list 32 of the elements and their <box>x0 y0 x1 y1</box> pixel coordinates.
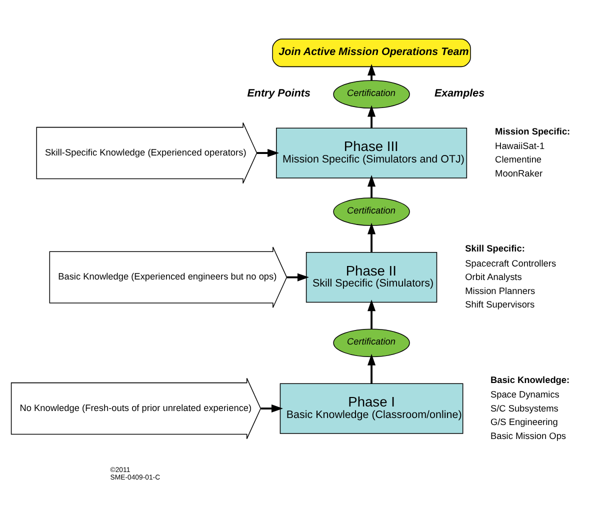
label: Basic Mission Ops <box>490 430 566 441</box>
arrow <box>368 175 376 198</box>
node-box: Join Active Mission Operations Team <box>272 38 471 68</box>
label: Skill Specific: <box>465 244 525 254</box>
arrow <box>368 105 376 128</box>
label: S/C Subsystems <box>490 403 558 414</box>
node-box: Phase III Mission Specific (Simulators and OTJ) <box>276 128 468 178</box>
node-box: Phase II Skill Specific (Simulators) <box>306 252 438 303</box>
label: MoonRaker <box>495 168 543 178</box>
arrow <box>368 222 376 252</box>
arrow <box>260 404 284 413</box>
node-ellipse: Certification <box>333 80 410 108</box>
label: Mission Planners <box>465 286 536 296</box>
label: Examples <box>434 87 485 100</box>
arrow <box>256 148 280 158</box>
label: Shift Supervisors <box>465 300 535 310</box>
label: Entry Points <box>247 87 310 100</box>
label: HawaiiSat-1 <box>495 140 545 151</box>
label: Mission Specific: <box>495 126 570 136</box>
label: Basic Knowledge: <box>490 374 570 385</box>
node-ellipse: Certification <box>333 328 410 358</box>
arrow <box>368 64 376 80</box>
label: G/S Engineering <box>490 417 558 428</box>
label: Spacecraft Controllers <box>465 258 556 268</box>
arrow <box>368 300 376 329</box>
label: Clementine <box>495 154 542 165</box>
arrow <box>368 354 376 384</box>
node-box: Phase I Basic Knowledge (Classroom/online) <box>280 383 464 434</box>
label: Space Dynamics <box>490 389 560 400</box>
label: Orbit Analysts <box>465 272 522 282</box>
node-ellipse: Certification <box>333 198 410 226</box>
arrow <box>286 273 310 282</box>
